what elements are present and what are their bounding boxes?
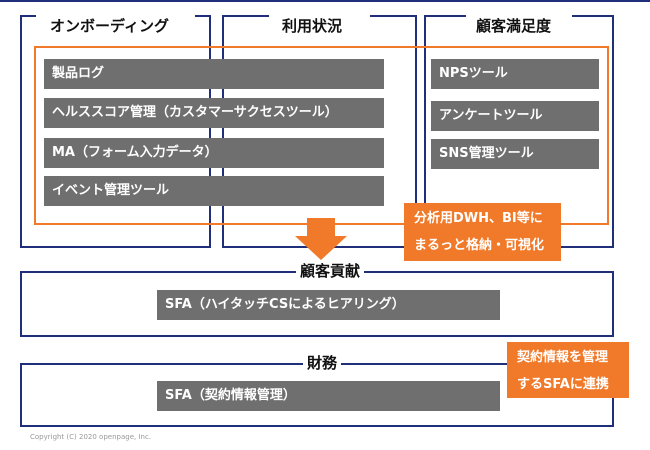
- survey-bar: アンケートツール: [431, 101, 599, 131]
- finance-title: 財務: [303, 354, 342, 372]
- contract-callout-line2: するSFAに連携: [517, 377, 609, 392]
- health-score-bar: ヘルススコア管理（カスタマーサクセスツール）: [44, 98, 384, 128]
- contract-callout-line1: 契約情報を管理: [517, 350, 609, 365]
- nps-bar: NPSツール: [431, 59, 599, 89]
- contribution-title: 顧客貢献: [296, 262, 365, 280]
- analysis-callout-line2: まるっと格納・可視化: [414, 238, 545, 253]
- analysis-callout-line1: 分析用DWH、BI等に: [414, 211, 543, 226]
- event-bar: イベント管理ツール: [44, 176, 384, 206]
- top-divider: [0, 0, 650, 2]
- sns-bar: SNS管理ツール: [431, 139, 599, 169]
- product-log-bar: 製品ログ: [44, 59, 384, 89]
- contract-callout: 契約情報を管理 するSFAに連携: [507, 342, 629, 398]
- satisfaction-title: 顧客満足度: [476, 17, 552, 35]
- analysis-callout: 分析用DWH、BI等に まるっと格納・可視化: [404, 203, 561, 261]
- onboarding-panel: [20, 15, 211, 248]
- sfa-contract-bar: SFA（契約情報管理）: [157, 381, 500, 411]
- onboarding-title: オンボーディング: [50, 17, 169, 35]
- usage-title: 利用状況: [282, 17, 343, 35]
- sfa-hearing-bar: SFA（ハイタッチCSによるヒアリング）: [157, 290, 500, 320]
- down-arrow-icon: [295, 218, 347, 260]
- ma-bar: MA（フォーム入力データ）: [44, 138, 384, 168]
- copyright-text: Copyright (C) 2020 openpage, Inc.: [30, 433, 152, 441]
